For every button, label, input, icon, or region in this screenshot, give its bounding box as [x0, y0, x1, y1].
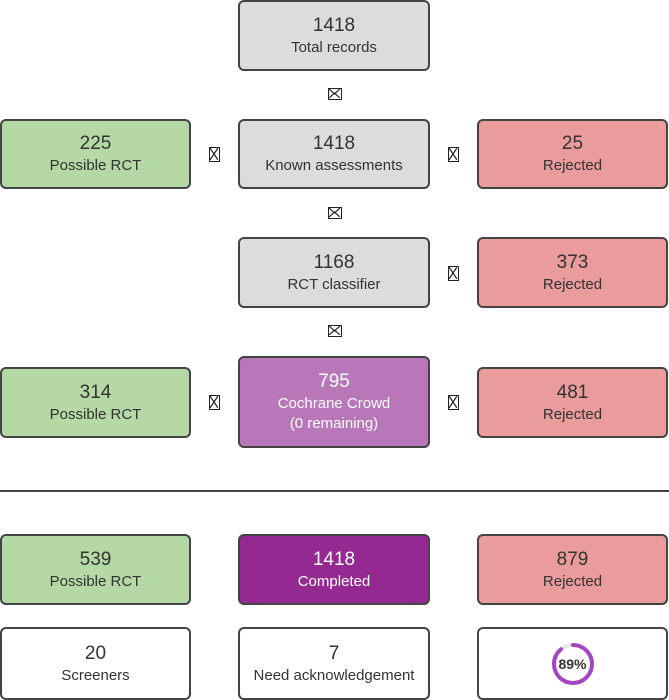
- rct-classifier-label: RCT classifier: [287, 275, 381, 293]
- summary-completed-label: Completed: [297, 572, 371, 590]
- arrow-left-icon: [209, 147, 220, 162]
- crowd-possible-rct-box: 314 Possible RCT: [0, 367, 191, 438]
- known-rejected-box: 25 Rejected: [477, 119, 668, 189]
- arrow-down-icon: [328, 88, 342, 100]
- rct-classifier-box: 1168 RCT classifier: [238, 237, 430, 308]
- known-rejected-count: 25: [561, 133, 584, 154]
- arrow-down-icon: [328, 325, 342, 337]
- summary-possible-rct-box: 539 Possible RCT: [0, 534, 191, 605]
- total-records-count: 1418: [312, 14, 356, 36]
- arrow-right-icon: [448, 147, 459, 162]
- crowd-rejected-label: Rejected: [542, 405, 603, 423]
- summary-rejected-box: 879 Rejected: [477, 534, 668, 605]
- crowd-rejected-count: 481: [556, 381, 589, 403]
- progress-ring: 89%: [551, 642, 595, 686]
- summary-completed-box: 1418 Completed: [238, 534, 430, 605]
- rct-classifier-count: 1168: [313, 251, 355, 273]
- progress-box: 89%: [477, 627, 668, 700]
- arrow-down-icon: [328, 207, 342, 219]
- cochrane-crowd-box[interactable]: 795 Cochrane Crowd (0 remaining): [238, 356, 430, 448]
- known-possible-rct-count: 225: [79, 133, 112, 154]
- arrow-right-icon: [448, 266, 459, 281]
- known-assessments-count: 1418: [312, 133, 356, 154]
- progress-percent: 89%: [558, 655, 587, 672]
- total-records-box: 1418 Total records: [238, 0, 430, 71]
- screeners-label: Screeners: [61, 666, 130, 684]
- classifier-rejected-count: 373: [556, 251, 589, 273]
- summary-possible-rct-label: Possible RCT: [49, 572, 142, 590]
- section-divider: [0, 490, 669, 492]
- summary-rejected-count: 879: [556, 548, 589, 570]
- screeners-box: 20 Screeners: [0, 627, 191, 700]
- cochrane-crowd-count: 795: [318, 371, 350, 392]
- summary-rejected-label: Rejected: [542, 572, 603, 590]
- known-possible-rct-box: 225 Possible RCT: [0, 119, 191, 189]
- arrow-right-icon: [448, 395, 459, 410]
- summary-possible-rct-count: 539: [79, 548, 112, 570]
- summary-completed-count: 1418: [312, 548, 356, 570]
- known-possible-rct-label: Possible RCT: [49, 157, 142, 174]
- known-assessments-label: Known assessments: [265, 157, 403, 174]
- known-rejected-label: Rejected: [542, 157, 603, 174]
- screeners-count: 20: [84, 642, 107, 664]
- arrow-left-icon: [209, 395, 220, 410]
- cochrane-crowd-label: Cochrane Crowd: [277, 395, 391, 412]
- need-acknowledgement-label: Need acknowledgement: [253, 666, 415, 684]
- need-acknowledgement-count: 7: [328, 642, 340, 664]
- crowd-rejected-box: 481 Rejected: [477, 367, 668, 438]
- total-records-label: Total records: [291, 38, 377, 56]
- classifier-rejected-box: 373 Rejected: [477, 237, 668, 308]
- cochrane-crowd-remaining: (0 remaining): [289, 415, 379, 432]
- crowd-possible-rct-count: 314: [79, 381, 112, 403]
- crowd-possible-rct-label: Possible RCT: [49, 405, 142, 423]
- need-acknowledgement-box[interactable]: 7 Need acknowledgement: [238, 627, 430, 700]
- classifier-rejected-label: Rejected: [542, 275, 603, 293]
- known-assessments-box: 1418 Known assessments: [238, 119, 430, 189]
